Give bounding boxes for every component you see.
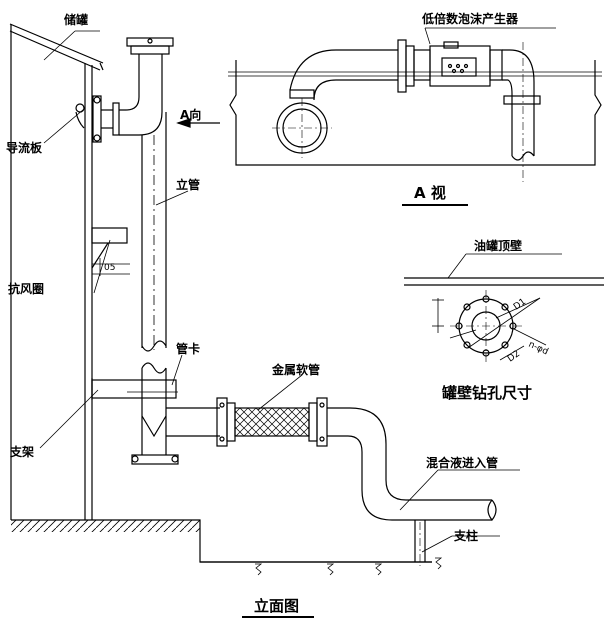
title-view-a: A 视 (414, 184, 446, 202)
tank-wall (10, 24, 93, 520)
ground (11, 519, 443, 576)
label-column: 支柱 (453, 528, 478, 543)
drill-size-view (404, 277, 604, 362)
metal-hose-assembly (216, 397, 328, 447)
label-metal-hose: 金属软管 (271, 362, 320, 377)
bottom-flange (131, 454, 179, 465)
view-a-left-elbow (272, 49, 398, 158)
dim-d2: D2 (506, 349, 522, 364)
riser-elbow (119, 37, 174, 136)
support-column (414, 520, 426, 566)
leader-lines (39, 27, 562, 553)
title-drill-size: 罐壁钻孔尺寸 (441, 384, 532, 402)
label-pipe-clamp: 管卡 (176, 341, 200, 356)
dim-d1: D1 (512, 297, 528, 312)
pipe-bracket (91, 378, 178, 400)
label-tank-roof-wall: 油罐顶壁 (474, 238, 522, 253)
dim-05: 05 (104, 263, 115, 273)
label-storage-tank: 储罐 (64, 12, 88, 27)
label-wind-ring: 抗风圈 (8, 281, 44, 296)
title-underlines (242, 204, 468, 618)
riser-pipe (141, 112, 167, 455)
label-bracket: 支架 (9, 444, 34, 459)
view-a-wall (228, 60, 602, 166)
label-riser: 立管 (176, 177, 200, 192)
inlet-pipe (327, 407, 497, 521)
dim-n-phi-d: n-φd (527, 340, 550, 358)
title-elevation: 立面图 (254, 597, 299, 615)
view-a (228, 39, 602, 182)
elevation-view (9, 23, 497, 576)
guide-plate (75, 95, 120, 143)
label-guide-plate: 导流板 (6, 140, 43, 155)
label-foam-generator: 低倍数泡沫产生器 (421, 11, 519, 26)
label-inlet-pipe: 混合液进入管 (426, 455, 498, 470)
label-a-direction: A向 (180, 107, 201, 122)
tee-branch (141, 407, 220, 438)
view-a-right-elbow (502, 42, 541, 182)
a-direction-arrow (176, 118, 220, 128)
foam-generator-unit (397, 39, 503, 93)
